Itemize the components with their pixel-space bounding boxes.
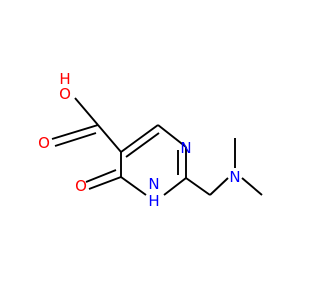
ring-nh-h-label: H: [148, 192, 159, 210]
bonds: [51, 97, 263, 196]
bond-ring-n3-c4: [120, 176, 147, 196]
bond-keto-inner: [85, 169, 117, 183]
ring-n-label: N: [180, 139, 191, 157]
bond-ch2-n: [209, 177, 229, 196]
acid-carbonyl-o-label: O: [38, 134, 50, 152]
bond-ring-c5-c6-inner: [125, 132, 160, 158]
bond-c-oh: [74, 97, 99, 126]
ring-nh-n-label: N: [148, 175, 159, 193]
bond-ring-c2-n3: [163, 177, 187, 196]
bond-n-methyl-right: [241, 177, 263, 196]
hydroxyl-h-label: H: [59, 70, 70, 88]
amine-n-label: N: [229, 168, 240, 186]
bond-ring-c6-n1: [157, 124, 187, 148]
molecule-diagram: O H O N N H O N: [38, 70, 263, 210]
keto-o-label: O: [75, 177, 87, 195]
bond-acid-to-ring: [97, 124, 122, 153]
hydroxyl-o-label: O: [59, 85, 71, 103]
bond-c-o-outer: [51, 124, 99, 140]
bond-ring-c5-c6: [120, 124, 159, 153]
bond-c2-ch2: [185, 177, 211, 196]
bond-c-o-inner: [54, 132, 97, 147]
atom-labels: O H O N N H O N: [38, 70, 241, 210]
structure-svg: O H O N N H O N: [38, 70, 263, 210]
bond-keto-outer: [88, 176, 122, 190]
